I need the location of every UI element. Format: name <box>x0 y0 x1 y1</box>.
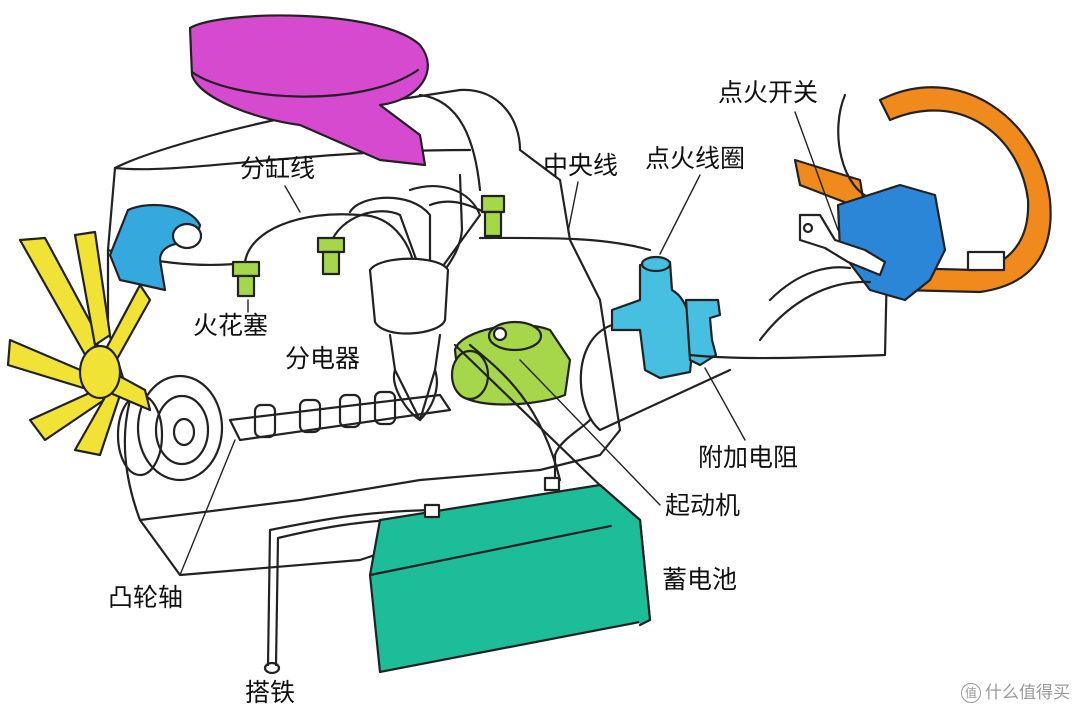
watermark-badge-icon: 值 <box>961 683 981 703</box>
spark-plug <box>483 210 503 238</box>
label-spark-plug: 火花塞 <box>193 311 269 340</box>
label-distributor: 分电器 <box>285 344 361 373</box>
dash-outline <box>758 266 872 342</box>
label-center-wire: 中央线 <box>543 151 619 180</box>
ignition-switch <box>798 213 887 277</box>
battery-feed-wire <box>553 418 592 482</box>
ignition-switch-hole <box>802 222 814 234</box>
timing-gear-inner <box>154 394 210 466</box>
cylinder-wire <box>328 210 422 272</box>
spark-plug <box>231 260 261 278</box>
engine-block <box>106 88 622 522</box>
fan-blade <box>73 230 112 347</box>
cam-lobe <box>298 398 322 434</box>
leader-cylinder-wires <box>284 185 301 213</box>
fan <box>6 230 152 457</box>
distributor-gear <box>392 368 438 422</box>
timing-gear-hub <box>172 417 196 447</box>
label-ground: 搭铁 <box>245 678 296 707</box>
camshaft <box>228 393 452 442</box>
leader-camshaft <box>179 439 236 576</box>
exhaust-port <box>171 222 203 250</box>
cam-lobe <box>373 390 397 426</box>
label-camshaft: 凸轮轴 <box>108 583 184 612</box>
dash-switch <box>966 250 1006 272</box>
cam-lobe <box>338 393 362 429</box>
leader-ignition-switch <box>794 111 839 231</box>
steering-wheel-inner <box>837 93 877 202</box>
cylinder-wire <box>408 185 482 272</box>
cylinder-wire <box>243 213 417 272</box>
cam-lobe <box>253 403 277 439</box>
label-ballast-resistor: 附加电阻 <box>698 443 799 472</box>
center-wire <box>478 236 652 252</box>
label-ignition-switch: 点火开关 <box>718 78 819 107</box>
air-filter-rim <box>190 68 420 98</box>
label-battery: 蓄电池 <box>662 565 738 594</box>
ballast-resistor <box>684 298 722 367</box>
leader-ignition-coil <box>659 174 701 255</box>
spark-plug-group <box>231 194 506 298</box>
cylinder-wire <box>348 196 432 272</box>
leader-center-wire <box>567 181 579 233</box>
air-filter-neck <box>418 93 482 192</box>
ground-strap <box>266 508 432 667</box>
ground-end <box>263 661 281 675</box>
label-ignition-coil: 点火线圈 <box>645 144 746 173</box>
distributor-body <box>388 333 442 422</box>
watermark-text: 什么值得买 <box>985 682 1070 703</box>
leader-ballast <box>704 367 746 441</box>
distributor-cap <box>368 257 450 335</box>
label-starter: 起动机 <box>665 491 741 520</box>
starter-terminal <box>492 326 508 342</box>
air-filter <box>188 14 429 167</box>
spark-plug <box>321 250 341 276</box>
ignition-coil <box>610 260 693 380</box>
battery-terminal <box>543 476 561 492</box>
label-cylinder-wires: 分缸线 <box>240 154 316 183</box>
battery-front <box>598 483 652 627</box>
starter-to-battery-wire <box>453 343 612 497</box>
watermark: 值 什么值得买 <box>961 683 1070 703</box>
spark-plug <box>316 236 346 254</box>
starter-cable <box>468 343 562 482</box>
fan-hub <box>78 344 122 400</box>
leader-lines <box>179 111 839 576</box>
starter-end <box>450 349 490 401</box>
coil-to-switch-wire <box>688 263 889 360</box>
battery-terminal <box>423 503 441 519</box>
fan-blade <box>6 338 94 392</box>
coil-primary-wire <box>579 323 732 432</box>
ignition-coil-top <box>640 255 672 273</box>
steering-wheel <box>878 86 1052 294</box>
leader-starter <box>519 359 661 506</box>
spark-plug <box>236 274 256 298</box>
spark-plug <box>480 194 506 214</box>
